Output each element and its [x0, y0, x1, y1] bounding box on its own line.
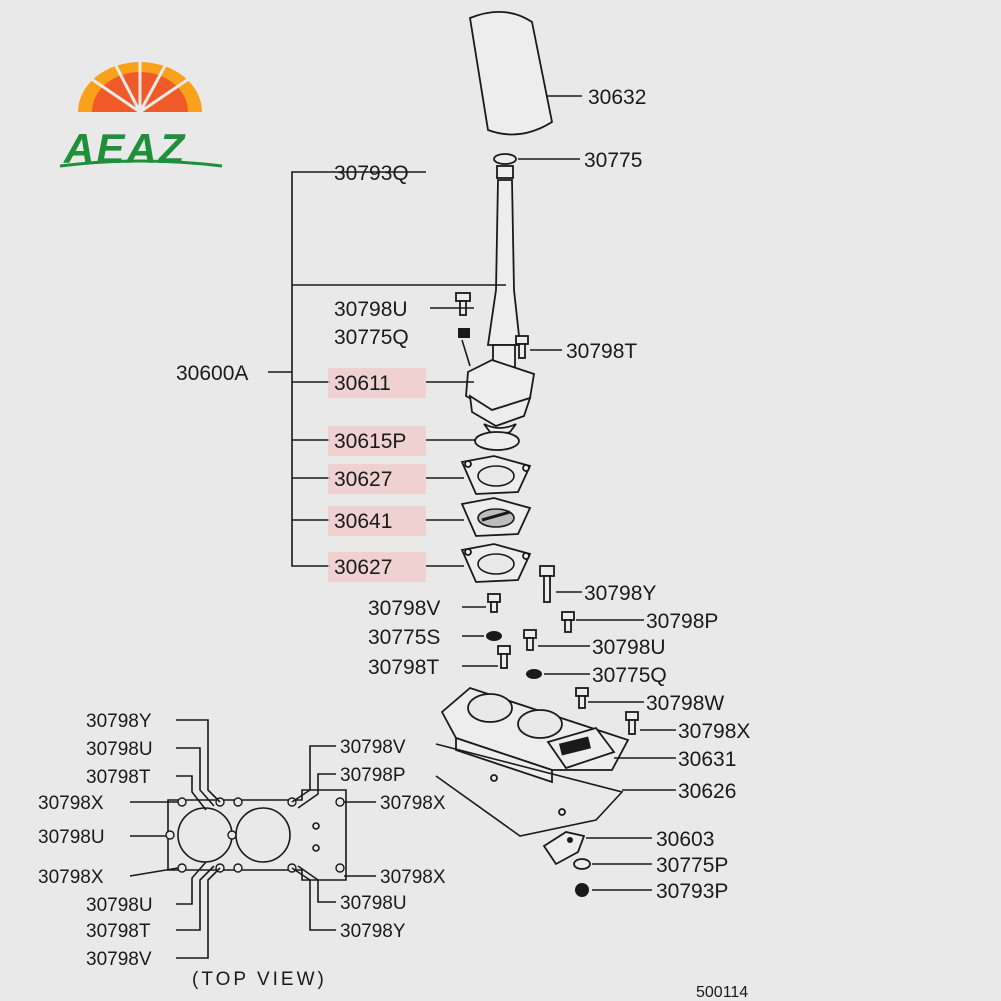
washer-p [573, 858, 652, 870]
highlight-30611 [328, 368, 426, 398]
washer-s [462, 631, 502, 641]
label-bolt-y: 30798Y [584, 582, 656, 605]
plate-p [474, 431, 520, 451]
gasket-2 [460, 543, 532, 583]
top-nut [493, 153, 580, 179]
label-knob: 30632 [588, 86, 646, 109]
bolt-u-mid [523, 629, 590, 651]
label-bolt-x: 30798X [678, 720, 750, 743]
label-bolt-w: 30798W [646, 692, 724, 715]
bolt-t-upper [515, 335, 562, 359]
tv-left-label: 30798T [86, 921, 151, 942]
tv-right-label: 30798P [340, 765, 406, 786]
tv-left-label: 30798T [86, 767, 151, 788]
bracket-part [542, 831, 652, 866]
label-bolt-v: 30798V [368, 597, 440, 620]
gasket-1 [460, 455, 532, 495]
label-nut-top: 30775 [584, 149, 642, 172]
tv-right-label: 30798Y [340, 921, 406, 942]
bolt-v [462, 593, 501, 613]
tv-left-label: 30798V [86, 949, 152, 970]
bolt-u-upper [430, 292, 474, 316]
tv-left-label: 30798X [38, 867, 104, 888]
assembly-bracket [268, 171, 506, 567]
tv-right-label: 30798X [380, 793, 446, 814]
label-housing: 30611 [334, 372, 391, 395]
label-bolt-u-upper: 30798U [334, 298, 408, 321]
bolt-y [539, 565, 582, 603]
bolt-p [561, 611, 644, 633]
label-bolt-t-mid: 30798T [368, 656, 439, 679]
label-washer-q-upper: 30775Q [334, 326, 409, 349]
label-washer-q-mid: 30775Q [592, 664, 667, 687]
plate-41 [460, 497, 532, 537]
highlight-30627-a [328, 464, 426, 494]
tv-left-label: 30798Y [86, 711, 152, 732]
tv-left-label: 30798U [38, 827, 105, 848]
nut-p [575, 883, 652, 897]
label-plate-41: 30641 [334, 510, 392, 533]
brand-logo: AEAZ [59, 60, 223, 172]
label-gasket-1: 30627 [334, 468, 392, 491]
tv-right-label: 30798V [340, 737, 406, 758]
highlight-30641 [328, 506, 426, 536]
tv-left-label: 30798U [86, 739, 153, 760]
bolt-t-mid [462, 645, 511, 669]
label-washer-p: 30775P [656, 854, 728, 877]
lever-housing [465, 359, 536, 435]
base-gasket [435, 743, 676, 837]
tv-right-label: 30798U [340, 893, 407, 914]
cover-plate [440, 686, 676, 784]
highlight-30627-b [328, 552, 426, 582]
label-bolt-u-mid: 30798U [592, 636, 666, 659]
tv-left-label: 30798X [38, 793, 104, 814]
label-washer-s: 30775S [368, 626, 440, 649]
label-shaft-assy: 30793Q [334, 162, 409, 185]
label-base-gasket: 30626 [678, 780, 736, 803]
bolt-w [575, 687, 644, 709]
label-plate-p: 30615P [334, 430, 406, 453]
washer-q-upper [458, 328, 471, 367]
shift-knob [468, 10, 582, 136]
label-cover: 30631 [678, 748, 736, 771]
label-lever-assy: 30600A [176, 362, 248, 385]
highlight-30615p [328, 426, 426, 456]
diagram-code: 500114 [696, 984, 748, 1001]
label-bracket: 30603 [656, 828, 714, 851]
top-view-drawing [129, 719, 376, 959]
bolt-x [625, 711, 676, 735]
top-view-caption: (TOP VIEW) [192, 969, 327, 990]
washer-q-mid [526, 669, 590, 679]
label-bolt-p: 30798P [646, 610, 718, 633]
tv-right-label: 30798X [380, 867, 446, 888]
label-nut-p: 30793P [656, 880, 728, 903]
tv-left-label: 30798U [86, 895, 153, 916]
label-bolt-t-upper: 30798T [566, 340, 637, 363]
label-gasket-2: 30627 [334, 556, 392, 579]
